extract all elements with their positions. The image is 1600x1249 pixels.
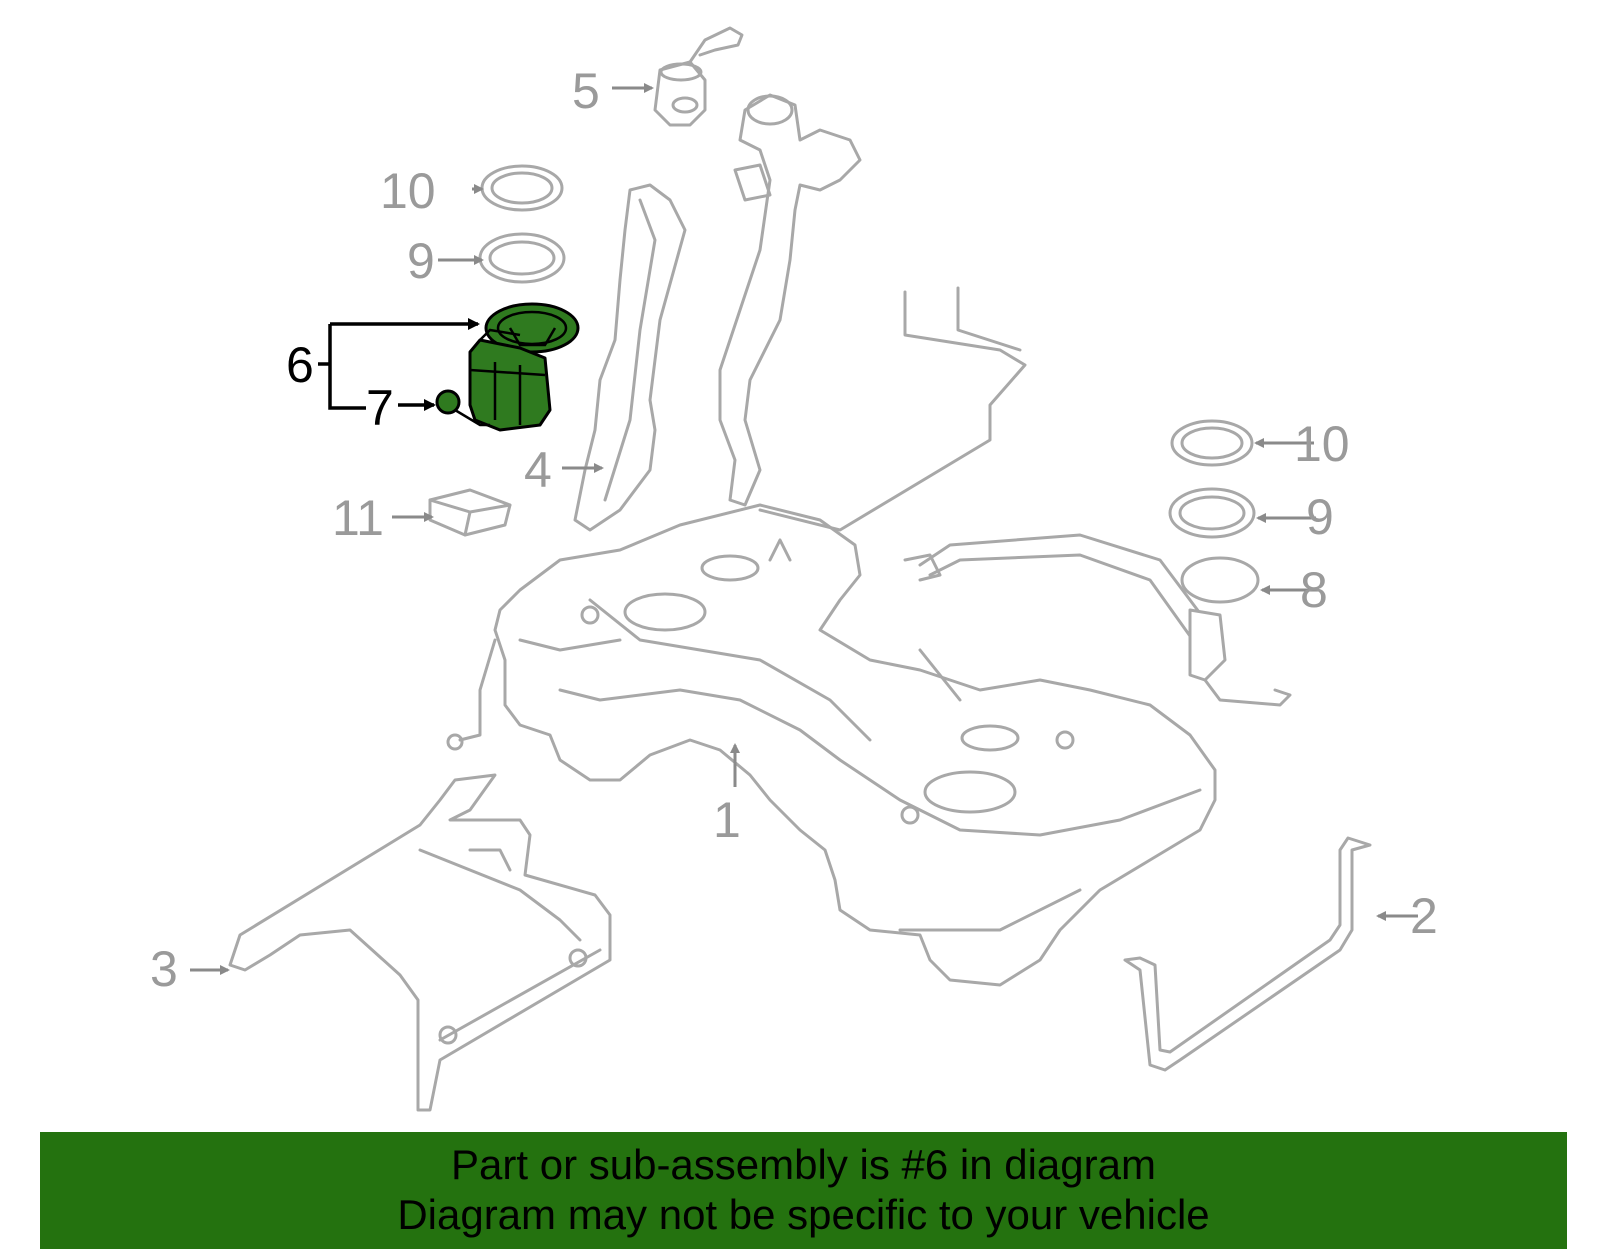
callout-2: 2: [1410, 888, 1438, 944]
callout-10-right: 10: [1294, 416, 1350, 472]
leader-lines: [190, 83, 1418, 975]
seal-ring-left: [478, 232, 566, 284]
vent-bracket: [573, 183, 687, 532]
banner-line-2: Diagram may not be specific to your vehi…: [397, 1191, 1210, 1238]
info-banner: Part or sub-assembly is #6 in diagram Di…: [40, 1132, 1567, 1249]
callout-5: 5: [572, 63, 600, 119]
callout-7: 7: [366, 380, 394, 436]
seal-ring-right: [1168, 487, 1256, 539]
fuel-sending-unit: [1180, 556, 1292, 707]
lock-ring-right: [1170, 419, 1254, 467]
callout-1: 1: [713, 792, 741, 848]
heat-shield: [228, 773, 612, 1112]
fuel-pump-module: [468, 302, 580, 432]
filler-cap: [653, 26, 744, 127]
tank-strap: [1123, 836, 1372, 1072]
fuel-lines: [758, 286, 1222, 652]
callout-6: 6: [286, 337, 314, 393]
fuel-tank: [446, 503, 1217, 987]
callout-10-left: 10: [380, 163, 436, 219]
callout-4: 4: [524, 442, 552, 498]
filler-neck: [718, 93, 862, 507]
control-module: [428, 488, 512, 537]
callout-11: 11: [332, 490, 384, 546]
callout-9-right: 9: [1306, 489, 1334, 545]
lock-ring-left: [480, 164, 564, 212]
callout-8: 8: [1300, 562, 1328, 618]
callout-3: 3: [150, 941, 178, 997]
banner-line-1: Part or sub-assembly is #6 in diagram: [451, 1141, 1156, 1188]
fuel-strainer: [435, 389, 490, 427]
callout-labels: 1 2 3 4 5 6 7 8 9 9 10 10 11: [150, 63, 1438, 997]
callout-9-left: 9: [407, 233, 435, 289]
highlight-leaders: [318, 318, 480, 411]
